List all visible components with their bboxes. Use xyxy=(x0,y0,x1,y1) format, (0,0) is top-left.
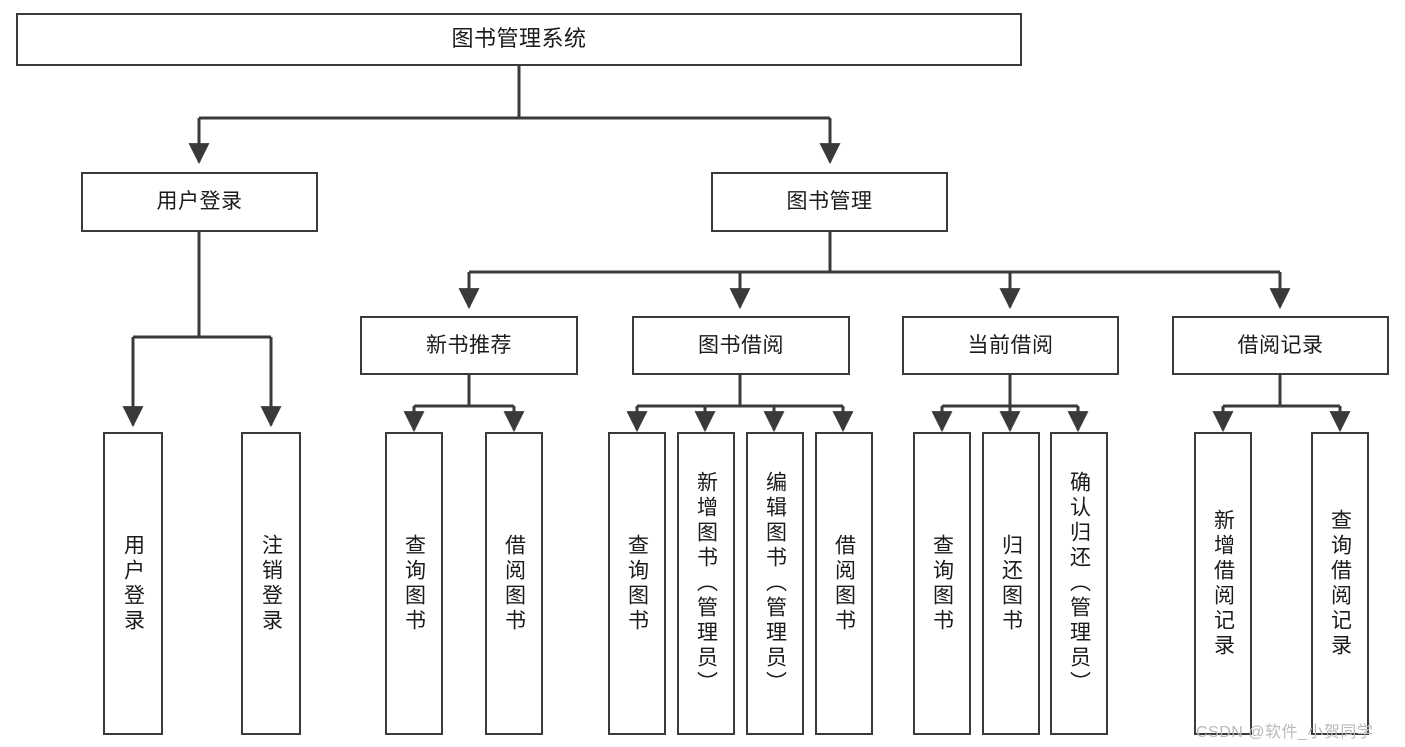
leaf-borrow-add-book-admin[interactable]: 新增图书（管理员） xyxy=(677,432,735,735)
node-label: 图书借阅 xyxy=(698,333,784,357)
csdn-watermark: CSDN @软件_小贺同学 xyxy=(1196,724,1374,741)
node-root-system[interactable]: 图书管理系统 xyxy=(16,13,1022,66)
node-label: 新增借阅记录 xyxy=(1211,508,1235,659)
node-label: 归还图书 xyxy=(999,533,1023,634)
node-label: 查询借阅记录 xyxy=(1328,508,1352,659)
node-label: 图书管理系统 xyxy=(451,26,587,52)
node-user-login[interactable]: 用户登录 xyxy=(81,172,318,232)
node-label: 图书管理 xyxy=(786,190,873,214)
leaf-user-login[interactable]: 用户登录 xyxy=(103,432,163,735)
node-label: 新增图书（管理员） xyxy=(694,471,718,696)
node-label: 编辑图书（管理员） xyxy=(763,471,787,696)
node-label: 新书推荐 xyxy=(426,333,512,357)
leaf-borrow-borrow-book[interactable]: 借阅图书 xyxy=(815,432,873,735)
node-label: 注销登录 xyxy=(259,533,283,634)
leaf-current-confirm-return-admin[interactable]: 确认归还（管理员） xyxy=(1050,432,1108,735)
node-label: 查询图书 xyxy=(625,533,649,634)
node-label: 用户登录 xyxy=(121,533,145,634)
leaf-current-return-book[interactable]: 归还图书 xyxy=(982,432,1040,735)
leaf-borrow-query-book[interactable]: 查询图书 xyxy=(608,432,666,735)
node-borrow-record[interactable]: 借阅记录 xyxy=(1172,316,1389,375)
leaf-record-add-record[interactable]: 新增借阅记录 xyxy=(1194,432,1252,735)
node-label: 当前借阅 xyxy=(967,333,1054,357)
node-label: 借阅记录 xyxy=(1237,333,1324,357)
node-label: 借阅图书 xyxy=(832,533,856,634)
node-label: 用户登录 xyxy=(156,190,243,214)
node-label: 确认归还（管理员） xyxy=(1067,471,1091,696)
leaf-recommend-query-book[interactable]: 查询图书 xyxy=(385,432,443,735)
node-label: 借阅图书 xyxy=(502,533,526,634)
node-book-management[interactable]: 图书管理 xyxy=(711,172,948,232)
node-label: 查询图书 xyxy=(402,533,426,634)
node-book-borrow[interactable]: 图书借阅 xyxy=(632,316,850,375)
leaf-user-logout[interactable]: 注销登录 xyxy=(241,432,301,735)
node-current-borrow[interactable]: 当前借阅 xyxy=(902,316,1119,375)
node-label: 查询图书 xyxy=(930,533,954,634)
node-new-book-recommend[interactable]: 新书推荐 xyxy=(360,316,578,375)
leaf-record-query-record[interactable]: 查询借阅记录 xyxy=(1311,432,1369,735)
leaf-recommend-borrow-book[interactable]: 借阅图书 xyxy=(485,432,543,735)
leaf-borrow-edit-book-admin[interactable]: 编辑图书（管理员） xyxy=(746,432,804,735)
leaf-current-query-book[interactable]: 查询图书 xyxy=(913,432,971,735)
